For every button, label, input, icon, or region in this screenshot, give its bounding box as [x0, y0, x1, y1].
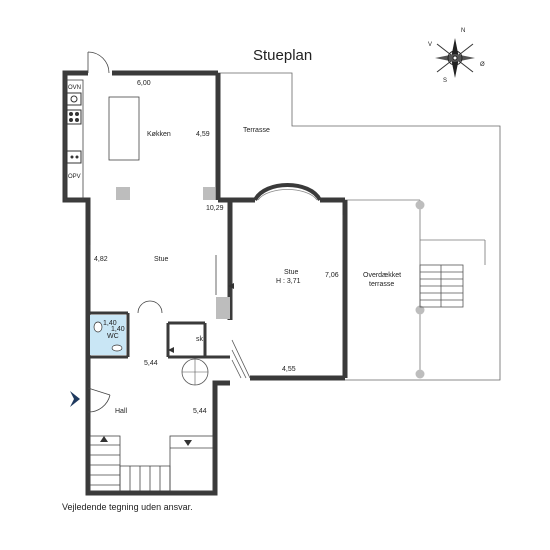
kitchen-door	[87, 51, 110, 74]
sliding-doors	[89, 215, 344, 360]
door-arrow-icon	[168, 347, 174, 353]
bay-stair	[231, 339, 251, 379]
dim-hall-width: 5,44	[144, 360, 158, 367]
entrance-door	[87, 387, 111, 413]
compass-west: V	[428, 42, 432, 48]
plan-title: Stueplan	[253, 47, 312, 64]
column	[415, 200, 425, 210]
compass-south: S	[443, 78, 447, 84]
room-covered-terrace-1: Overdækket	[363, 272, 401, 279]
pillar	[203, 187, 215, 200]
column	[415, 305, 425, 315]
interior-walls	[88, 311, 230, 359]
room-living: Stue	[154, 256, 169, 263]
stair-arrow-icon	[100, 436, 108, 442]
room-kitchen: Køkken	[147, 131, 171, 138]
room-hall: Hall	[115, 408, 128, 415]
dim-wc-2: 1,40	[111, 326, 125, 333]
bay-window	[253, 183, 322, 202]
room-wc: WC	[107, 333, 119, 340]
dim-kitchen-depth: 4,59	[196, 131, 210, 138]
dim-hall-depth: 5,44	[193, 408, 207, 415]
kitchen-island	[108, 96, 140, 161]
pillar	[116, 187, 130, 200]
compass-north: N	[461, 28, 465, 34]
sink-icon	[66, 150, 82, 164]
disclaimer: Vejledende tegning uden ansvar.	[62, 502, 193, 512]
column	[415, 369, 425, 379]
dishwasher-label: OPV	[68, 174, 81, 180]
stove-icon	[66, 109, 82, 125]
room-living-big: Stue	[284, 269, 299, 276]
compass-icon	[435, 38, 475, 78]
room-covered-terrace-2: terrasse	[369, 281, 394, 288]
kitchen-counter	[64, 79, 84, 201]
hall-stairs	[89, 435, 214, 492]
dim-living-width: 4,82	[94, 256, 108, 263]
toilet-icon	[93, 321, 103, 333]
room-terrace: Terrasse	[243, 127, 270, 134]
dim-wc-1: 1,40	[103, 320, 117, 327]
entrance-arrow-icon	[70, 391, 80, 407]
terrace-outline	[218, 72, 501, 381]
dim-kitchen-width: 6,00	[137, 80, 151, 87]
room-living-big-height: H : 3,71	[276, 278, 301, 285]
compass-east: Ø	[480, 62, 485, 68]
dim-living-big-depth: 7,06	[325, 272, 339, 279]
door-arrow-icon	[228, 283, 234, 289]
room-closet: sk	[196, 336, 204, 343]
dim-total-length: 10,29	[206, 205, 224, 212]
basin-icon	[111, 344, 123, 352]
pillar	[216, 297, 230, 319]
living-door	[137, 300, 163, 314]
dim-living-big-width: 4,55	[282, 366, 296, 373]
outdoor-stairs	[419, 264, 464, 308]
covered-terrace	[345, 199, 486, 379]
oven-icon	[66, 92, 82, 106]
stair-arrow-icon	[184, 440, 192, 446]
oven-label: OVN	[68, 85, 81, 91]
